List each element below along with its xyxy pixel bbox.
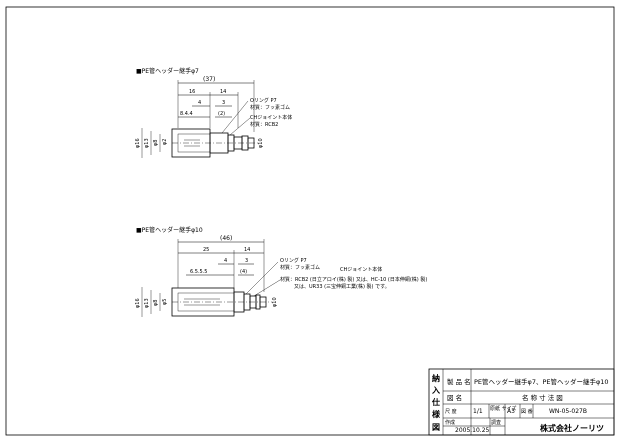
pe7-dim-4: 4 — [198, 100, 201, 106]
side-label-2: 入 — [431, 386, 440, 395]
pe10-dim-3: 3 — [245, 258, 248, 264]
date-value: 2005.10.25 — [455, 427, 490, 434]
pe10-oring-material: 材質：フッ素ゴム — [280, 264, 320, 271]
pe7-oring-label: Oリング P7 — [250, 97, 277, 104]
pe10-dim-4: 4 — [224, 258, 227, 264]
check-label: 調査 — [491, 419, 501, 426]
side-label-4: 様 — [432, 409, 441, 419]
pe10-dim-25: 25 — [203, 247, 209, 253]
pe7-dia-13: φ13 — [144, 138, 150, 148]
pe10-dim-4b: (4) — [240, 269, 247, 275]
pe10-right-dia: φ10 — [272, 297, 278, 307]
pe7-dia-8: φ8 — [153, 140, 159, 146]
pe7-drawing: ■PE管ヘッダー継手φ7 (37) 16 14 4 3 8.4.4 (2) φ1… — [135, 67, 292, 158]
pe10-title: ■PE管ヘッダー継手φ10 — [136, 226, 203, 234]
side-label-5: 図 — [432, 423, 440, 432]
pe7-joint-material: 材質：RCB2 — [250, 121, 278, 128]
side-label-1: 納 — [432, 373, 440, 383]
pe7-dim-8-4-4: 8.4.4 — [180, 111, 193, 117]
pe10-dia-13: φ13 — [144, 298, 150, 308]
pe7-right-dia: φ10 — [258, 138, 264, 148]
pe10-dim-14: 14 — [244, 247, 250, 253]
pe10-dia-8: φ8 — [153, 300, 159, 306]
product-name: PE管ヘッダー継手φ7、PE管ヘッダー継手φ10 — [474, 377, 609, 386]
pe10-dia-16: φ16 — [135, 298, 141, 308]
pe7-dia-2: φ2 — [162, 139, 168, 145]
pe7-dia-16: φ16 — [135, 138, 141, 148]
drawing-name: 名 称 寸 法 図 — [522, 393, 563, 402]
pe7-dim-16: 16 — [189, 89, 195, 95]
scale-value: 1/1 — [473, 408, 483, 415]
pe7-dim-3: 3 — [222, 100, 225, 106]
pe10-drawing: ■PE管ヘッダー継手φ10 (46) 25 14 4 3 6.5.5.5 (4)… — [135, 226, 427, 317]
size-value: A3 — [507, 408, 515, 415]
number-label: 図 番 — [521, 408, 533, 415]
pe10-dim-46: (46) — [220, 235, 232, 242]
size-label: 原紙 サイズ — [490, 405, 516, 412]
sheet-border — [5, 6, 615, 436]
pe10-dia-5: φ5 — [162, 299, 168, 305]
pe7-title: ■PE管ヘッダー継手φ7 — [136, 67, 199, 75]
product-label: 製 品 名 — [447, 377, 471, 386]
pe7-dim-37: (37) — [203, 76, 215, 83]
date-label: 作成 — [445, 419, 455, 426]
pe7-dim-14: 14 — [220, 89, 226, 95]
pe7-oring-material: 材質：フッ素ゴム — [250, 104, 290, 111]
pe10-joint-label: CHジョイント本体 — [340, 266, 382, 273]
pe10-dim-6-5-5-5: 6.5.5.5 — [190, 269, 208, 275]
pe7-dim-2: (2) — [218, 111, 225, 117]
scale-label: 尺 度 — [445, 408, 457, 415]
pe7-joint-label: CHジョイント本体 — [250, 114, 292, 121]
drawing-label: 図 名 — [447, 393, 462, 402]
title-block: 納 入 仕 様 図 製 品 名 PE管ヘッダー継手φ7、PE管ヘッダー継手φ10… — [428, 368, 615, 436]
company-name: 株式会社ノーリツ — [540, 423, 604, 433]
pe10-joint-material-2: 又は、UR33 (三宝伸銅工業(株) 製) です。 — [294, 283, 390, 290]
number-value: WN-05-027B — [549, 408, 587, 415]
pe10-oring-label: Oリング P7 — [280, 257, 307, 264]
pe10-joint-material-1: 材質：RCB2 (日立アロイ(株) 製) 又は、HC-10 (日本伸銅(株) 製… — [280, 276, 427, 283]
side-label-3: 仕 — [431, 397, 440, 407]
